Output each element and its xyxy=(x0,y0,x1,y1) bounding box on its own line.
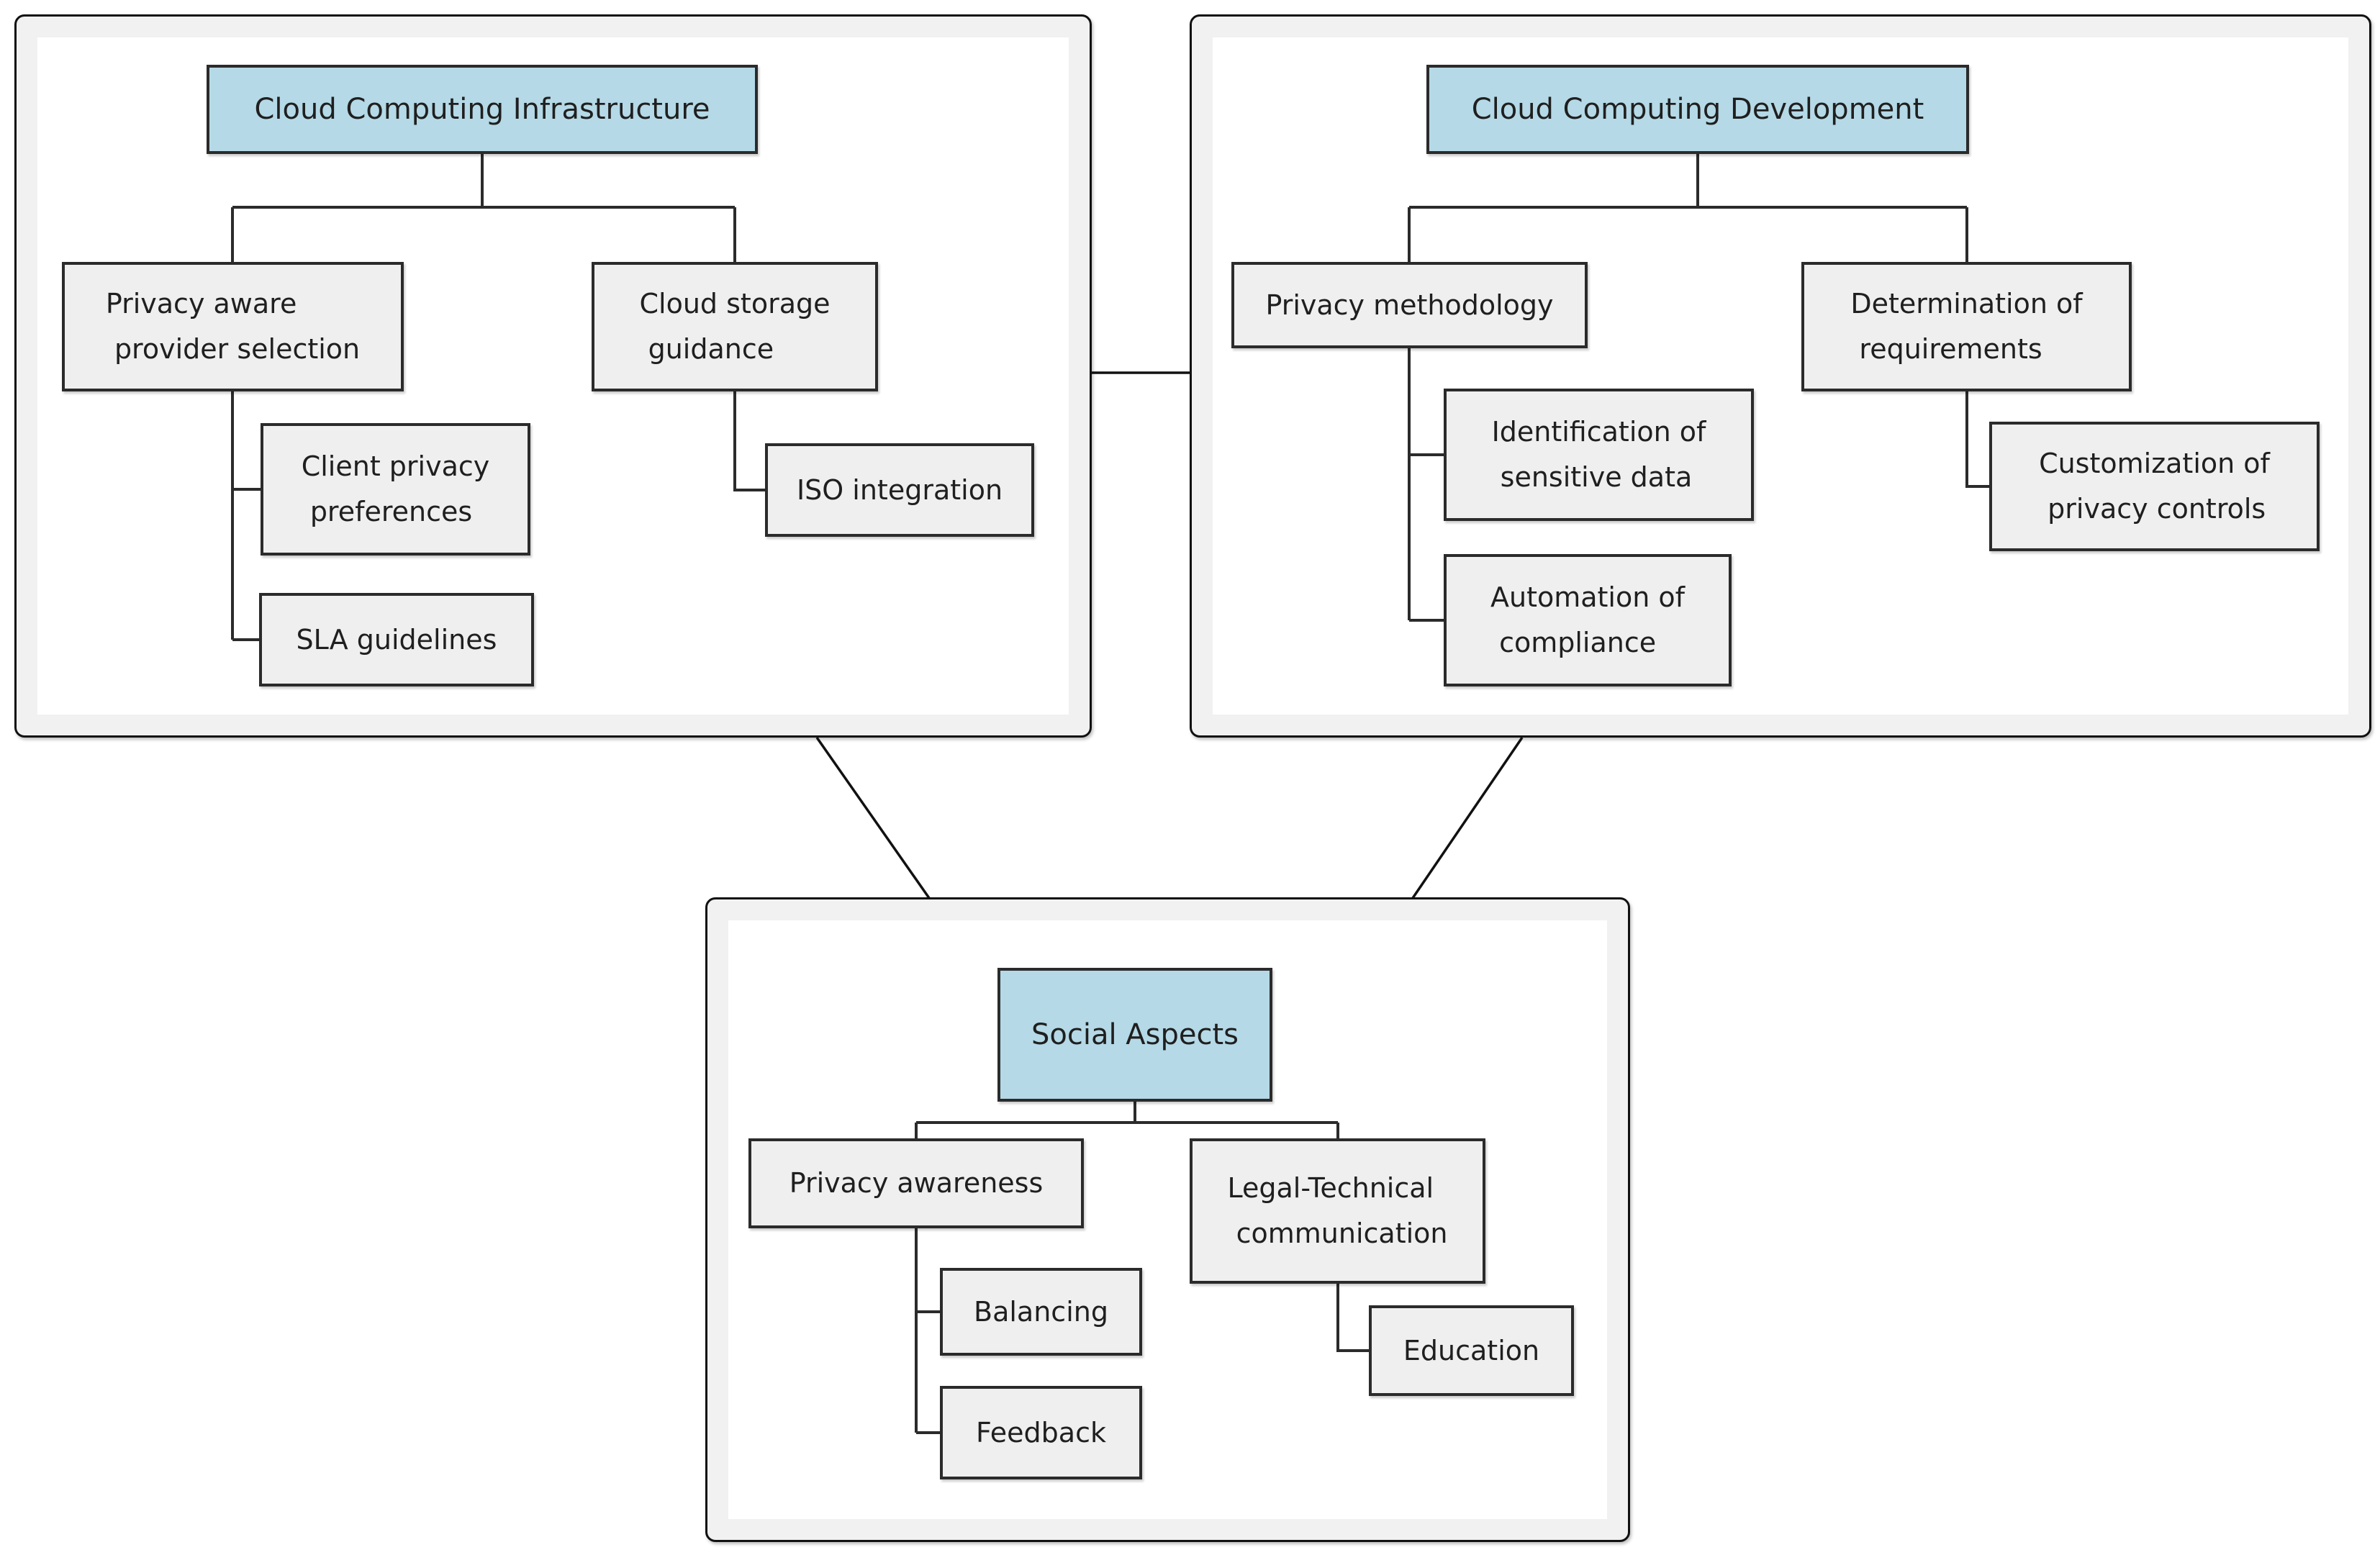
node-education: Education xyxy=(1369,1305,1574,1396)
node-legal-technical-communication: Legal-Technical communication xyxy=(1190,1138,1485,1284)
link-infrastructure-social xyxy=(815,736,931,899)
node-label: Cloud Computing Development xyxy=(1471,93,1924,126)
node-client-privacy-preferences: Client privacy preferences xyxy=(261,423,530,556)
node-customization-of-privacy-controls: Customization of privacy controls xyxy=(1989,422,2320,551)
node-privacy-methodology: Privacy methodology xyxy=(1231,262,1588,348)
node-label: Cloud storage guidance xyxy=(639,288,831,365)
node-label: Social Aspects xyxy=(1031,1018,1239,1051)
connector-infrastructure-tree xyxy=(231,154,765,641)
node-feedback: Feedback xyxy=(940,1386,1142,1479)
node-identification-of-sensitive-data: Identification of sensitive data xyxy=(1444,389,1754,521)
connector-development-tree xyxy=(1408,154,1989,622)
node-label: Automation of compliance xyxy=(1490,581,1686,658)
node-cloud-storage-guidance: Cloud storage guidance xyxy=(592,262,878,391)
node-label: Privacy aware provider selection xyxy=(105,288,361,365)
node-social-aspects: Social Aspects xyxy=(997,968,1272,1102)
node-iso-integration: ISO integration xyxy=(765,443,1034,537)
node-label: Balancing xyxy=(974,1295,1108,1328)
node-label: Identification of sensitive data xyxy=(1491,416,1706,493)
node-label: Determination of requirements xyxy=(1850,288,2083,365)
node-label: Cloud Computing Infrastructure xyxy=(254,93,710,126)
node-label: Customization of privacy controls xyxy=(2039,448,2270,525)
node-balancing: Balancing xyxy=(940,1268,1142,1356)
node-label: Client privacy preferences xyxy=(301,450,490,527)
connector-social-tree xyxy=(915,1102,1369,1434)
node-label: Education xyxy=(1403,1334,1540,1366)
node-sla-guidelines: SLA guidelines xyxy=(259,593,534,686)
node-automation-of-compliance: Automation of compliance xyxy=(1444,554,1732,686)
link-development-social xyxy=(1411,737,1524,899)
node-label: ISO integration xyxy=(796,473,1003,506)
node-label: Privacy methodology xyxy=(1265,289,1554,321)
node-label: SLA guidelines xyxy=(296,623,497,656)
node-label: Privacy awareness xyxy=(789,1167,1044,1200)
node-label: Legal-Technical communication xyxy=(1227,1172,1448,1249)
node-privacy-aware-provider-selection: Privacy aware provider selection xyxy=(62,262,404,391)
node-cloud-computing-development: Cloud Computing Development xyxy=(1426,65,1969,154)
node-cloud-computing-infrastructure: Cloud Computing Infrastructure xyxy=(207,65,758,154)
node-label: Feedback xyxy=(976,1416,1106,1449)
node-determination-of-requirements: Determination of requirements xyxy=(1801,262,2132,391)
node-privacy-awareness: Privacy awareness xyxy=(748,1138,1084,1228)
